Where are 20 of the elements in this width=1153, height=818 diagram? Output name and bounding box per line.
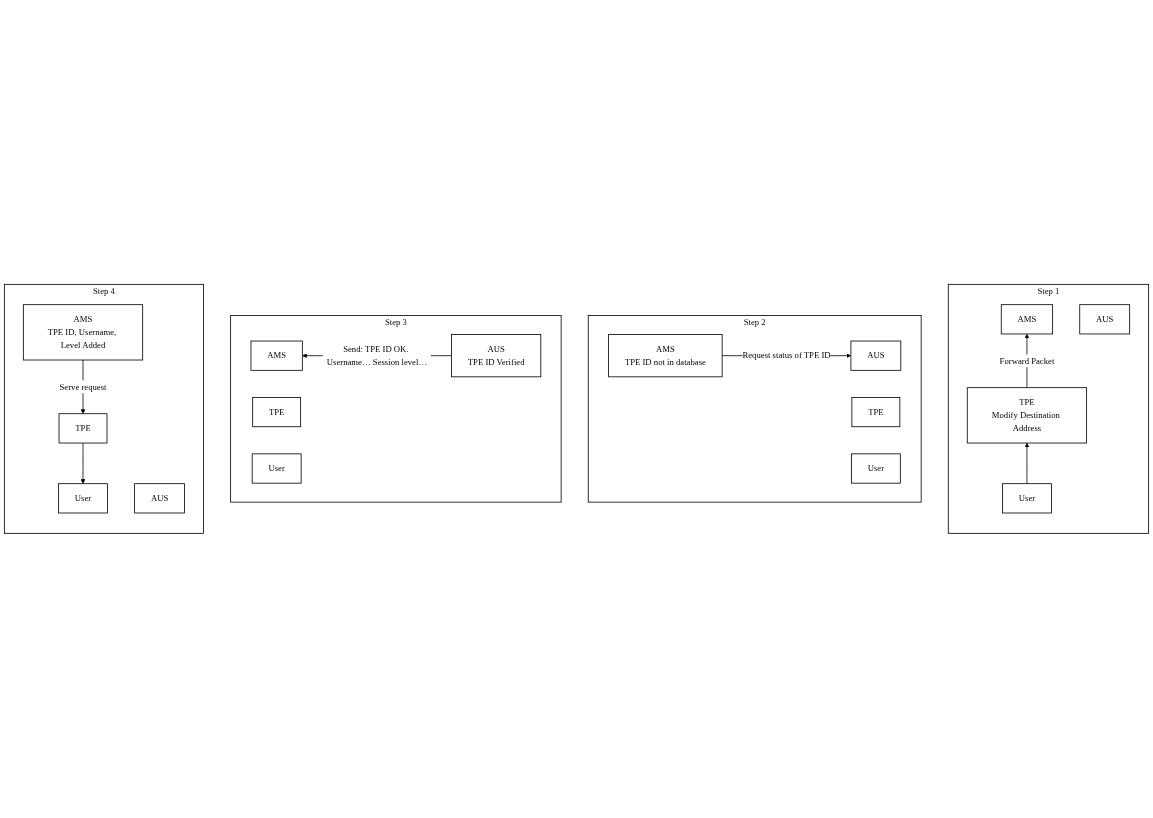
edge-label: Request status of TPE ID [742, 350, 831, 361]
node-box: TPE [58, 413, 108, 444]
node-box: AMS [250, 340, 303, 371]
node-box: AUS [134, 483, 185, 514]
edge-label: Forward Packet [999, 356, 1055, 366]
node-box: User [58, 483, 108, 514]
node-box: User [851, 453, 901, 484]
node-box: AUS TPE ID Verified [451, 334, 542, 378]
node-box: AUS [1079, 304, 1131, 335]
node-box: User [1002, 483, 1052, 514]
node-box: AMS [1000, 304, 1054, 335]
node-box: TPE Modify Destination Address [966, 387, 1087, 444]
node-box: AMS TPE ID, Username, Level Added [22, 304, 144, 361]
node-box: TPE [252, 397, 302, 428]
edge-label: Serve request [59, 382, 107, 392]
edge-label: Send: TPE ID OK. Username… Session level… [326, 344, 428, 367]
node-box: User [251, 453, 302, 484]
node-box: AMS TPE ID not in database [608, 334, 723, 378]
node-box: AUS [850, 340, 902, 371]
node-box: TPE [851, 397, 901, 428]
